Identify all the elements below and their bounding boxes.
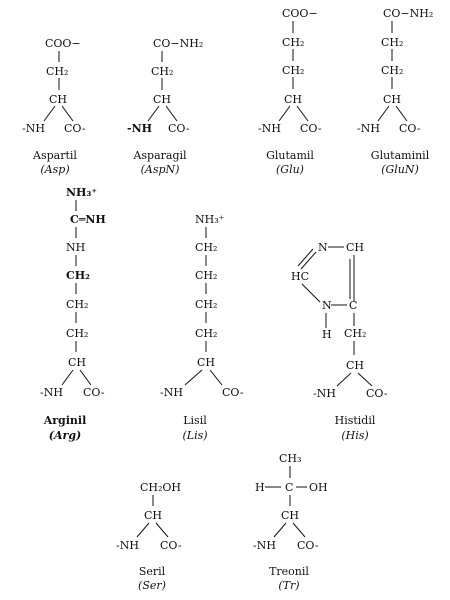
glutamil-abbr: (Glu) bbox=[276, 163, 304, 176]
histidil-abbr: (His) bbox=[341, 429, 368, 442]
histidil-ring-h: H bbox=[322, 328, 332, 341]
asparagil-nh: -NH bbox=[127, 122, 152, 135]
glutamil-alpha-ch: CH bbox=[284, 93, 302, 106]
treonil-co: CO- bbox=[297, 539, 319, 552]
treonil-beta-c: C bbox=[285, 481, 293, 494]
aspartil-carboxylate: COO− bbox=[45, 37, 81, 50]
histidil-alpha-ch: CH bbox=[346, 359, 364, 372]
seril-ch2oh: CH₂OH bbox=[140, 481, 181, 494]
glutaminil-ch2-gamma: CH₂ bbox=[381, 36, 403, 49]
asparagil-amide: CO−NH₂ bbox=[153, 37, 203, 50]
treonil-oh: OH bbox=[309, 481, 328, 494]
residue-arginil: NH₃⁺ C═NH NH CH₂ CH₂ CH₂ CH -NH CO- Argi… bbox=[40, 186, 106, 442]
seril-co: CO- bbox=[160, 539, 182, 552]
aspartil-ch2: CH₂ bbox=[46, 65, 68, 78]
glutaminil-alpha-ch: CH bbox=[383, 93, 401, 106]
aspartil-co: CO- bbox=[64, 122, 86, 135]
arginil-name: Arginil bbox=[43, 414, 87, 427]
asparagil-abbr: (AspN) bbox=[141, 163, 180, 176]
glutaminil-co: CO- bbox=[399, 122, 421, 135]
glutamil-nh: -NH bbox=[258, 122, 281, 135]
aspartil-abbr: (Asp) bbox=[40, 163, 69, 176]
glutamil-ch2-beta: CH₂ bbox=[282, 64, 304, 77]
seril-abbr: (Ser) bbox=[138, 579, 166, 592]
treonil-h: H bbox=[255, 481, 265, 494]
histidil-co: CO- bbox=[366, 387, 388, 400]
lisil-ch2-epsilon: CH₂ bbox=[195, 241, 217, 254]
arginil-nh: -NH bbox=[40, 386, 63, 399]
histidil-ch2: CH₂ bbox=[344, 327, 366, 340]
histidil-ring-hc: HC bbox=[291, 270, 309, 283]
lisil-ammonium: NH₃⁺ bbox=[195, 213, 225, 226]
residue-glutaminil: CO−NH₂ CH₂ CH₂ CH -NH CO- Glutaminil (Gl… bbox=[357, 7, 433, 176]
histidil-ring-ch: CH bbox=[346, 241, 364, 254]
seril-name: Seril bbox=[139, 565, 166, 578]
arginil-abbr: (Arg) bbox=[49, 429, 81, 442]
glutaminil-ch2-beta: CH₂ bbox=[381, 64, 403, 77]
arginil-ammonium: NH₃⁺ bbox=[66, 186, 97, 199]
aspartil-name: Aspartil bbox=[32, 149, 77, 162]
residue-aspartil: COO− CH₂ CH -NH CO- Aspartil (Asp) bbox=[22, 37, 86, 176]
glutamil-ch2-gamma: CH₂ bbox=[282, 36, 304, 49]
glutaminil-abbr: (GluN) bbox=[381, 163, 419, 176]
treonil-name: Treonil bbox=[269, 565, 309, 578]
glutaminil-nh: -NH bbox=[357, 122, 380, 135]
arginil-nh-delta: NH bbox=[66, 241, 85, 254]
histidil-name: Histidil bbox=[335, 414, 376, 427]
glutaminil-amide: CO−NH₂ bbox=[383, 7, 433, 20]
residue-asparagil: CO−NH₂ CH₂ CH -NH CO- Asparagil (AspN) bbox=[127, 37, 203, 176]
lisil-ch2-beta: CH₂ bbox=[195, 327, 217, 340]
arginil-ch2-delta: CH₂ bbox=[66, 269, 90, 282]
asparagil-co: CO- bbox=[168, 122, 190, 135]
residue-seril: CH₂OH CH -NH CO- Seril (Ser) bbox=[116, 481, 182, 592]
lisil-nh: -NH bbox=[160, 386, 183, 399]
residue-glutamil: COO− CH₂ CH₂ CH -NH CO- Glutamil (Glu) bbox=[258, 7, 322, 176]
lisil-ch2-gamma: CH₂ bbox=[195, 298, 217, 311]
treonil-ch3: CH₃ bbox=[279, 452, 301, 465]
residue-histidil: N CH HC N C H CH₂ CH -NH CO- Histidil (H… bbox=[291, 241, 388, 442]
glutaminil-name: Glutaminil bbox=[371, 149, 430, 162]
arginil-alpha-ch: CH bbox=[68, 356, 86, 369]
treonil-nh: -NH bbox=[253, 539, 276, 552]
glutamil-name: Glutamil bbox=[266, 149, 314, 162]
asparagil-alpha-ch: CH bbox=[153, 93, 171, 106]
arginil-ch2-beta: CH₂ bbox=[66, 327, 88, 340]
seril-alpha-ch: CH bbox=[144, 509, 162, 522]
lisil-abbr: (Lis) bbox=[182, 429, 207, 442]
seril-nh: -NH bbox=[116, 539, 139, 552]
arginil-co: CO- bbox=[83, 386, 105, 399]
residue-treonil: CH₃ H C OH CH -NH CO- Treonil (Tr) bbox=[253, 452, 328, 592]
histidil-ring-c: C bbox=[349, 299, 357, 312]
treonil-abbr: (Tr) bbox=[278, 579, 299, 592]
histidil-ring-n3: N bbox=[318, 241, 328, 254]
glutamil-co: CO- bbox=[300, 122, 322, 135]
aspartil-alpha-ch: CH bbox=[49, 93, 67, 106]
asparagil-ch2: CH₂ bbox=[151, 65, 173, 78]
aspartil-nh: -NH bbox=[22, 122, 45, 135]
residue-lisil: NH₃⁺ CH₂ CH₂ CH₂ CH₂ CH -NH CO- Lisil (L… bbox=[160, 213, 244, 442]
arginil-guanidino-c: C═NH bbox=[70, 213, 106, 226]
treonil-alpha-ch: CH bbox=[281, 509, 299, 522]
lisil-co: CO- bbox=[222, 386, 244, 399]
histidil-ring-n1: N bbox=[322, 299, 332, 312]
arginil-ch2-gamma: CH₂ bbox=[66, 298, 88, 311]
histidil-nh: -NH bbox=[313, 387, 336, 400]
lisil-ch2-delta: CH₂ bbox=[195, 269, 217, 282]
asparagil-name: Asparagil bbox=[132, 149, 187, 162]
lisil-alpha-ch: CH bbox=[197, 356, 215, 369]
glutamil-carboxylate: COO− bbox=[282, 7, 318, 20]
lisil-name: Lisil bbox=[183, 414, 207, 427]
